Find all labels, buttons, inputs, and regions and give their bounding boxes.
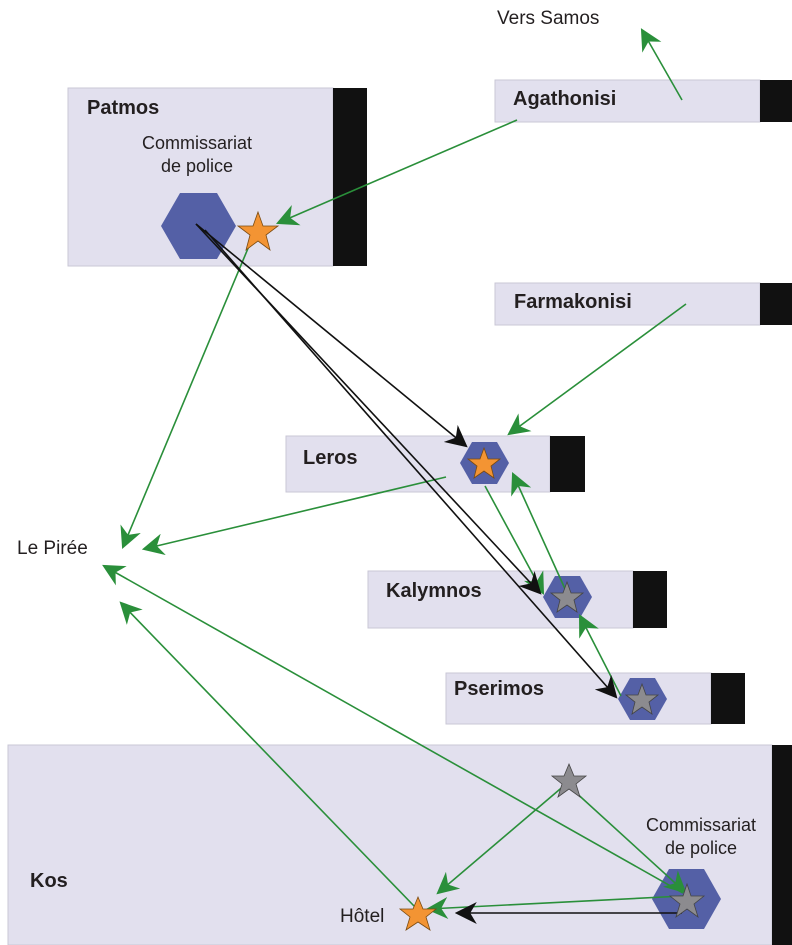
star-icon bbox=[668, 882, 706, 919]
star-icon bbox=[624, 682, 660, 715]
island-name-agathonisi: Agathonisi bbox=[513, 88, 617, 110]
destination-label-samos: Vers Samos bbox=[497, 8, 600, 29]
destination-label-piree: Le Pirée bbox=[17, 538, 88, 559]
star-icon bbox=[550, 762, 588, 799]
arrow-icon bbox=[640, 28, 683, 101]
star-icon bbox=[236, 210, 280, 252]
dock-bar bbox=[772, 745, 792, 945]
star-icon bbox=[549, 580, 585, 613]
island-name-kos: Kos bbox=[30, 870, 68, 892]
island-name-patmos: Patmos bbox=[87, 97, 160, 119]
star-icon bbox=[466, 446, 502, 479]
police-label-kos: Commissariat de police bbox=[645, 815, 756, 858]
arrow-icon bbox=[195, 223, 468, 448]
island-pserimos bbox=[445, 672, 745, 725]
arrow-icon bbox=[511, 471, 567, 592]
island-kos bbox=[7, 744, 792, 945]
arrow-icon bbox=[507, 303, 687, 436]
green-arrows bbox=[102, 28, 687, 919]
arrow-icon bbox=[436, 783, 567, 895]
island-name-farmakonisi: Farmakonisi bbox=[514, 291, 632, 313]
police-label-patmos: Commissariat de police bbox=[141, 133, 252, 176]
arrow-icon bbox=[120, 245, 250, 550]
arrow-icon bbox=[571, 788, 687, 894]
arrow-icon bbox=[204, 229, 618, 699]
star-icon bbox=[398, 895, 438, 931]
island-name-leros: Leros bbox=[303, 447, 358, 469]
dock-bar bbox=[633, 571, 667, 628]
arrow-icon bbox=[119, 601, 416, 908]
dock-bar bbox=[333, 88, 367, 266]
arrow-icon bbox=[141, 476, 447, 556]
dock-bar bbox=[550, 436, 585, 492]
island-agathonisi bbox=[494, 79, 792, 123]
dock-bar bbox=[760, 283, 792, 325]
dock-bar bbox=[711, 673, 745, 724]
dock-bar bbox=[760, 80, 792, 122]
hotel-label: Hôtel bbox=[340, 906, 385, 927]
island-farmakonisi bbox=[494, 282, 792, 326]
arrow-icon bbox=[102, 564, 684, 894]
island-name-kalymnos: Kalymnos bbox=[386, 580, 482, 602]
island-name-pserimos: Pserimos bbox=[454, 678, 545, 700]
arrow-icon bbox=[275, 119, 518, 226]
black-arrows bbox=[195, 223, 682, 924]
